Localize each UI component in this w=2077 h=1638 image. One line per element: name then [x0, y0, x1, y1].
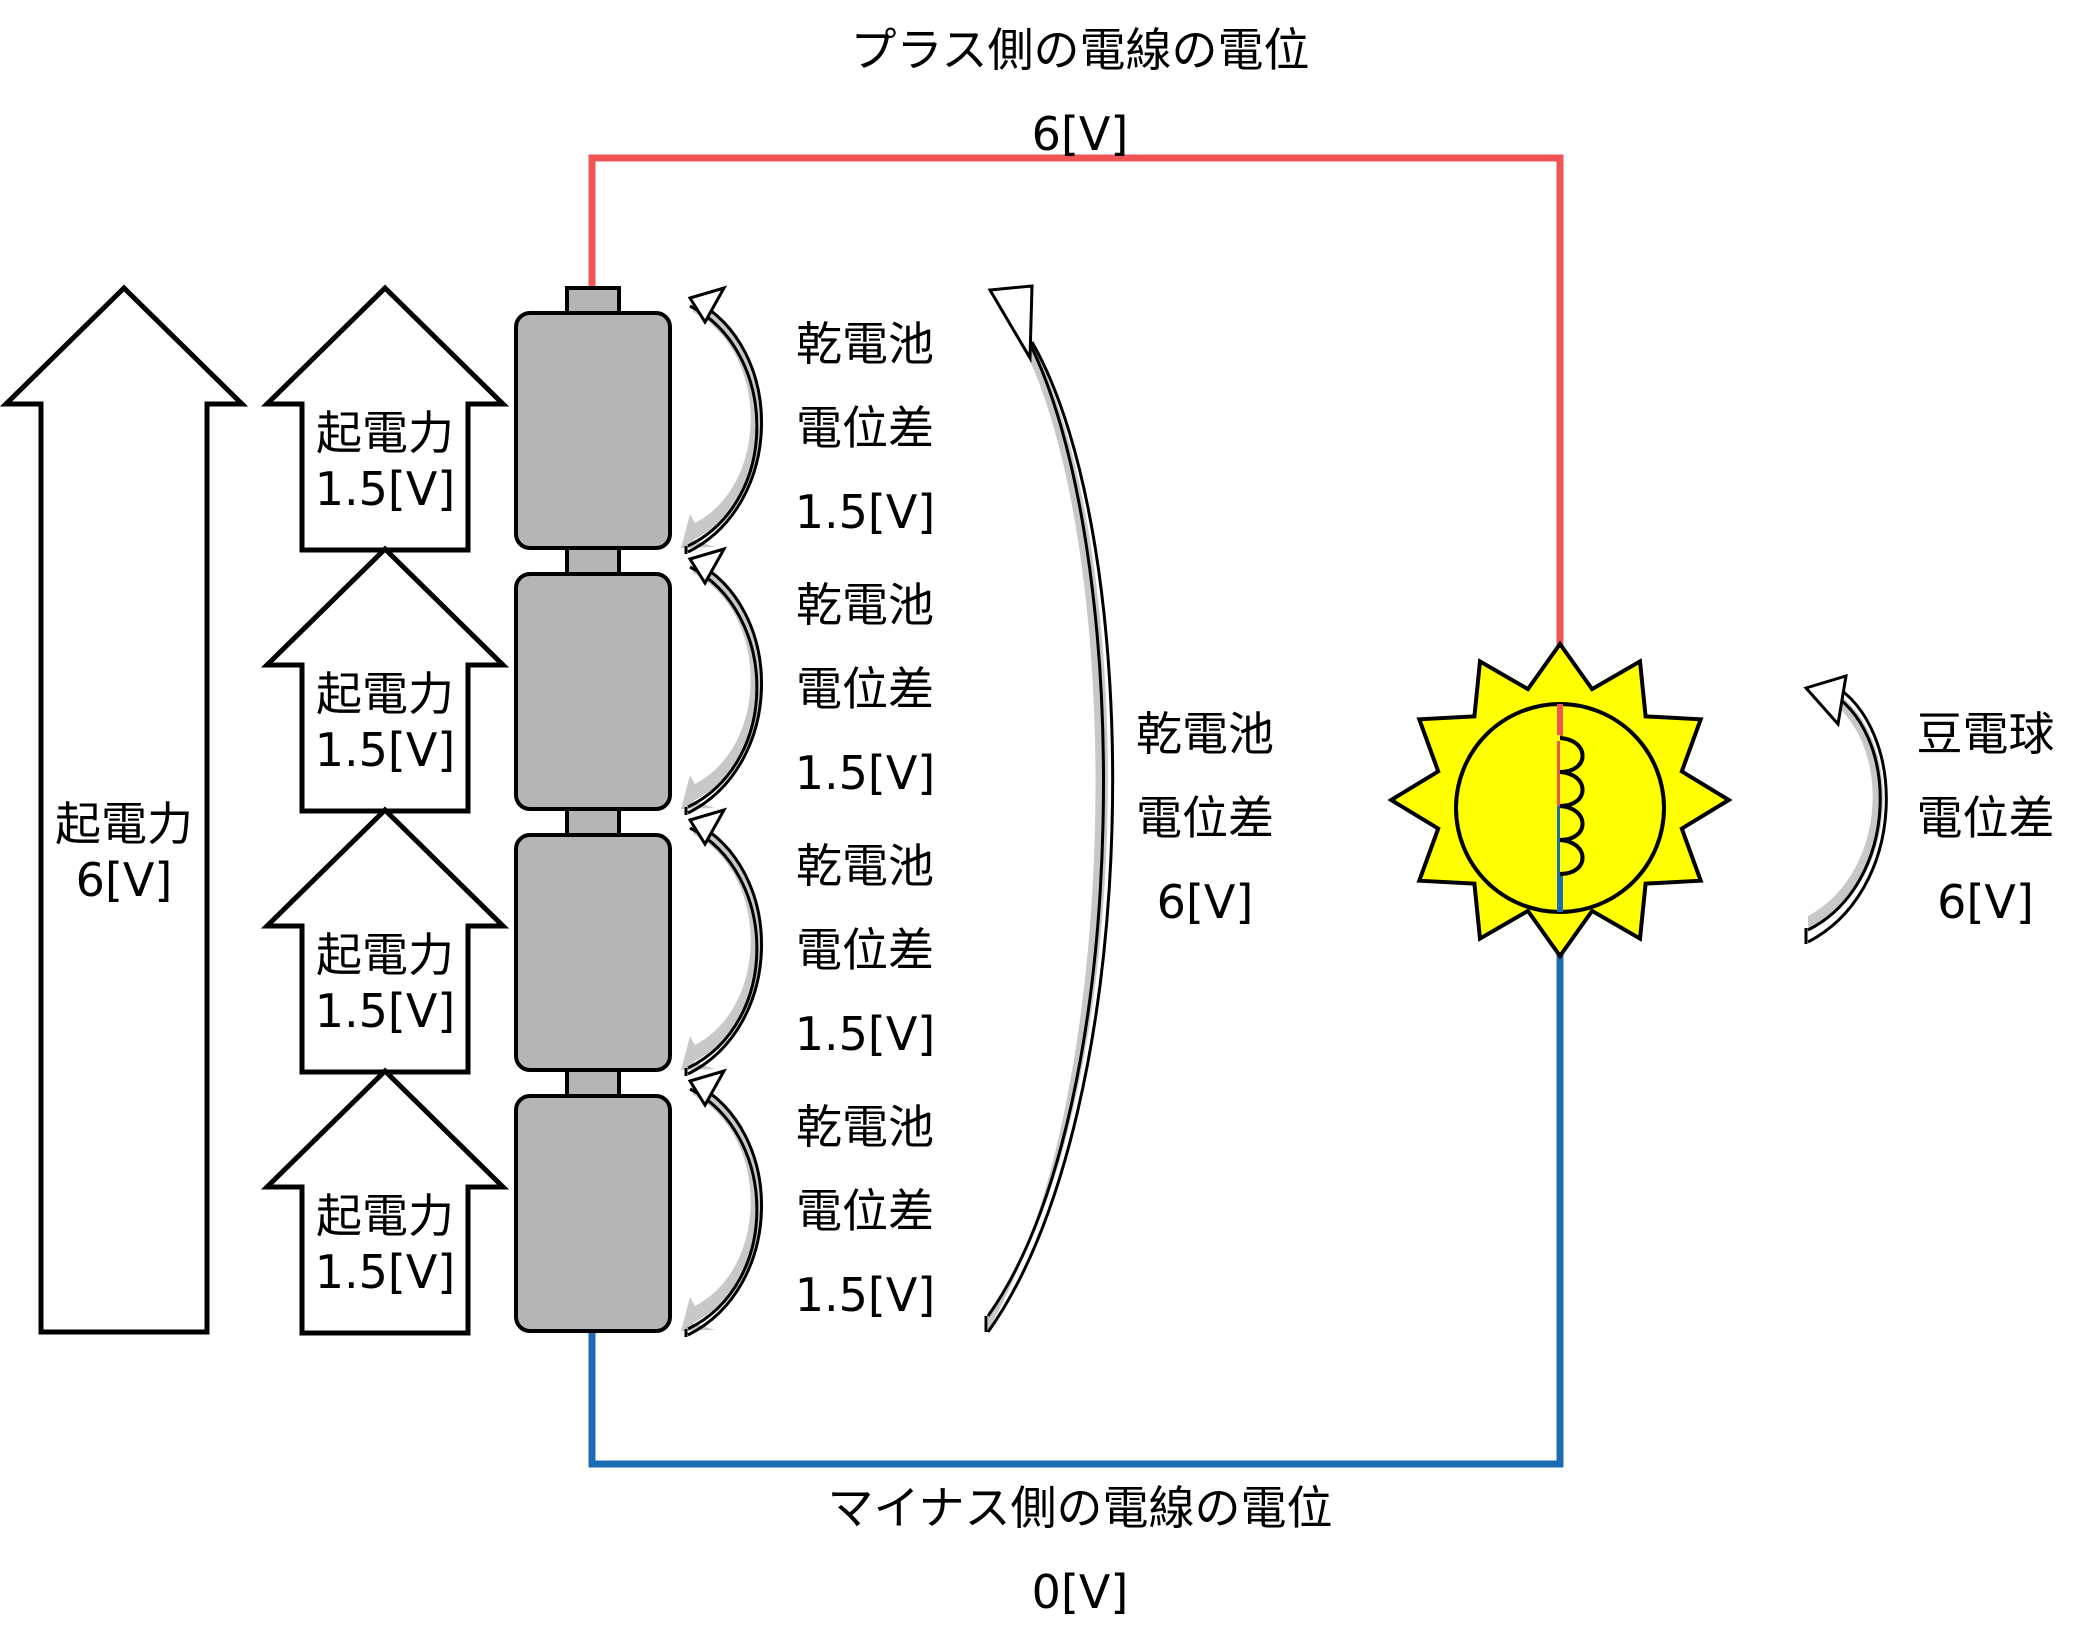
cell-emf-label-4: 起電力 1.5[V] — [295, 1188, 475, 1300]
cell-pd-value: 1.5[V] — [794, 1007, 936, 1061]
cell-pd-arrow-1 — [681, 285, 763, 554]
cell-emf-line2: 1.5[V] — [314, 462, 456, 516]
cell-pd-value: 1.5[V] — [794, 1268, 936, 1322]
cell-pd-label-2: 乾電池 電位差 1.5[V] — [775, 563, 955, 815]
minus-wire-title: マイナス側の電線の電位 — [827, 1481, 1333, 1535]
cell-pd-value: 1.5[V] — [794, 746, 936, 800]
minus-wire — [588, 912, 1564, 1468]
total-emf-line1: 起電力 — [55, 797, 193, 851]
battery-stack — [514, 286, 672, 1333]
plus-wire-label: プラス側の電線の電位 6[V] — [820, 8, 1340, 176]
battery-total-pd-line1: 乾電池 — [1136, 707, 1274, 761]
total-emf-label: 起電力 6[V] — [44, 796, 204, 908]
cell-emf-arrow-3 — [260, 806, 510, 1075]
cell-pd-label-3: 乾電池 電位差 1.5[V] — [775, 824, 955, 1076]
battery-total-pd-line2: 電位差 — [1136, 791, 1274, 845]
plus-wire — [588, 154, 1564, 912]
cell-pd-value: 1.5[V] — [794, 485, 936, 539]
cell-pd-arrow-3 — [681, 807, 763, 1076]
bulb-pd-line1: 豆電球 — [1916, 707, 2055, 761]
battery-connector — [565, 546, 621, 577]
bulb-pd-arrow — [1803, 673, 1888, 944]
bulb-pd-value: 6[V] — [1937, 875, 2034, 929]
plus-wire-value: 6[V] — [1031, 107, 1129, 161]
total-emf-line2: 6[V] — [75, 853, 173, 907]
cell-pd-label-4: 乾電池 電位差 1.5[V] — [775, 1085, 955, 1337]
cell-pd-arrow-2 — [681, 546, 763, 815]
cell-emf-label-2: 起電力 1.5[V] — [295, 666, 475, 778]
cell-emf-line2: 1.5[V] — [314, 723, 456, 777]
cell-emf-line1: 起電力 — [316, 928, 454, 982]
light-bulb-icon — [1387, 640, 1733, 960]
cell-pd-line1: 乾電池 — [796, 839, 934, 893]
cell-emf-label-1: 起電力 1.5[V] — [295, 405, 475, 517]
cell-emf-label-3: 起電力 1.5[V] — [295, 927, 475, 1039]
battery-total-pd-label: 乾電池 電位差 6[V] — [1115, 692, 1295, 944]
cell-pd-line2: 電位差 — [796, 923, 934, 977]
battery-terminal — [565, 286, 621, 317]
cell-pd-line2: 電位差 — [796, 1184, 934, 1238]
cell-emf-line1: 起電力 — [316, 406, 454, 460]
cell-pd-line1: 乾電池 — [796, 578, 934, 632]
cell-pd-arrow-4 — [681, 1068, 763, 1337]
cell-pd-line1: 乾電池 — [796, 317, 934, 371]
battery-total-pd-arrow — [984, 284, 1115, 1333]
cell-emf-arrow-4 — [260, 1067, 510, 1336]
bulb-pd-line2: 電位差 — [1916, 791, 2055, 845]
battery-cell-4 — [514, 1094, 672, 1333]
cell-emf-arrow-2 — [260, 545, 510, 814]
cell-emf-line1: 起電力 — [316, 667, 454, 721]
battery-connector — [565, 1068, 621, 1099]
cell-emf-line1: 起電力 — [316, 1189, 454, 1243]
minus-wire-label: マイナス側の電線の電位 0[V] — [800, 1466, 1360, 1634]
battery-connector — [565, 807, 621, 838]
battery-cell-2 — [514, 572, 672, 811]
cell-pd-label-1: 乾電池 電位差 1.5[V] — [775, 302, 955, 554]
cell-emf-line2: 1.5[V] — [314, 984, 456, 1038]
battery-cell-3 — [514, 833, 672, 1072]
cell-pd-line1: 乾電池 — [796, 1100, 934, 1154]
cell-pd-line2: 電位差 — [796, 401, 934, 455]
total-emf-arrow — [0, 284, 249, 1335]
battery-cell-1 — [514, 311, 672, 550]
cell-emf-line2: 1.5[V] — [314, 1245, 456, 1299]
cell-emf-arrow-1 — [260, 284, 510, 553]
cell-pd-line2: 電位差 — [796, 662, 934, 716]
battery-total-pd-value: 6[V] — [1156, 875, 1254, 929]
minus-wire-value: 0[V] — [1031, 1565, 1129, 1619]
plus-wire-title: プラス側の電線の電位 — [850, 23, 1310, 77]
bulb-pd-label: 豆電球 電位差 6[V] — [1898, 692, 2073, 944]
